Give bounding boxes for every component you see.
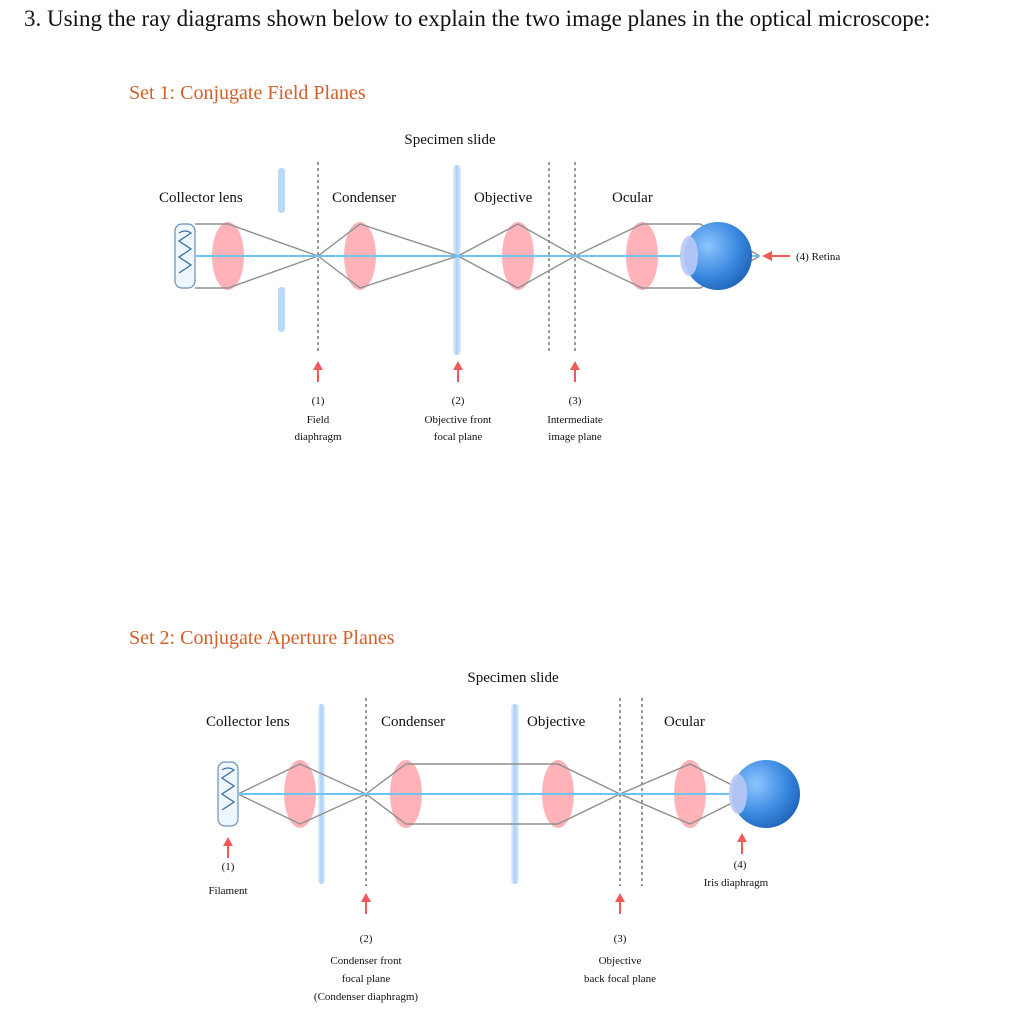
set1-diaphragm-blade-top (278, 168, 285, 213)
set1-plane1-line1: Field (307, 414, 330, 426)
set2-eye-lens-icon (729, 774, 747, 814)
set2-collector-lens-label: Collector lens (206, 714, 290, 730)
set1-plane1-number: (1) (312, 395, 325, 407)
set1-plane-arrows (313, 361, 580, 382)
set1-eye-lens-icon (680, 236, 698, 276)
set2-filament-icon (220, 767, 236, 811)
set1-plane2-line2: focal plane (434, 431, 483, 443)
set1-retina-arrowhead (762, 251, 772, 261)
question-text: 3. Using the ray diagrams shown below to… (24, 6, 931, 31)
set1-ocular-label: Ocular (612, 190, 653, 206)
set1-condenser-label: Condenser (332, 190, 396, 206)
set1-rays (195, 223, 761, 289)
set2-heading: Set 2: Conjugate Aperture Planes (129, 627, 395, 649)
set2-plane-arrows (223, 833, 747, 914)
set1-retina-label: (4) Retina (796, 251, 840, 263)
set1-specimen-slide (453, 165, 461, 355)
set1-diaphragm-blade-bottom (278, 287, 285, 332)
set2-eye-icon (732, 760, 800, 828)
set1-ray-diagram: Specimen slide Collector lens Condenser … (159, 132, 840, 443)
set2-plane2-line1: Condenser front (330, 955, 401, 967)
set2-objective-label: Objective (527, 714, 586, 730)
set2-ray-diagram: Specimen slide Collector lens Condenser … (206, 670, 800, 1003)
set2-specimen-slide-label: Specimen slide (467, 670, 559, 686)
set2-plane3-line1: Objective (599, 955, 642, 967)
set2-plane3-line2: back focal plane (584, 973, 656, 985)
set1-heading: Set 1: Conjugate Field Planes (129, 82, 366, 104)
set1-collector-lens-label: Collector lens (159, 190, 243, 206)
set2-plane1-line1: Filament (208, 885, 247, 897)
cropped-previous-line (0, 0, 1022, 4)
set1-eye-icon (684, 222, 752, 290)
set2-condenser-label: Condenser (381, 714, 445, 730)
set1-plane3-line2: image plane (548, 431, 602, 443)
set1-plane3-line1: Intermediate (547, 414, 603, 426)
set2-plane1-number: (1) (222, 861, 235, 873)
set2-plane2-line2: focal plane (342, 973, 391, 985)
set1-objective-label: Objective (474, 190, 533, 206)
set2-plane2-number: (2) (360, 933, 373, 945)
set1-filament-icon (177, 230, 193, 274)
set2-rays (237, 763, 751, 825)
set1-plane1-line2: diaphragm (294, 431, 341, 443)
set2-plane4-line1: Iris diaphragm (704, 877, 769, 889)
set2-plane3-number: (3) (614, 933, 627, 945)
set2-ocular-label: Ocular (664, 714, 705, 730)
set1-plane3-number: (3) (569, 395, 582, 407)
set1-specimen-slide-label: Specimen slide (404, 132, 496, 148)
set1-lamp-housing (174, 223, 196, 289)
set1-plane2-line1: Objective front (425, 414, 492, 426)
set1-plane2-number: (2) (452, 395, 465, 407)
set2-plane2-line3: (Condenser diaphragm) (314, 991, 418, 1003)
set2-plane4-number: (4) (734, 859, 747, 871)
